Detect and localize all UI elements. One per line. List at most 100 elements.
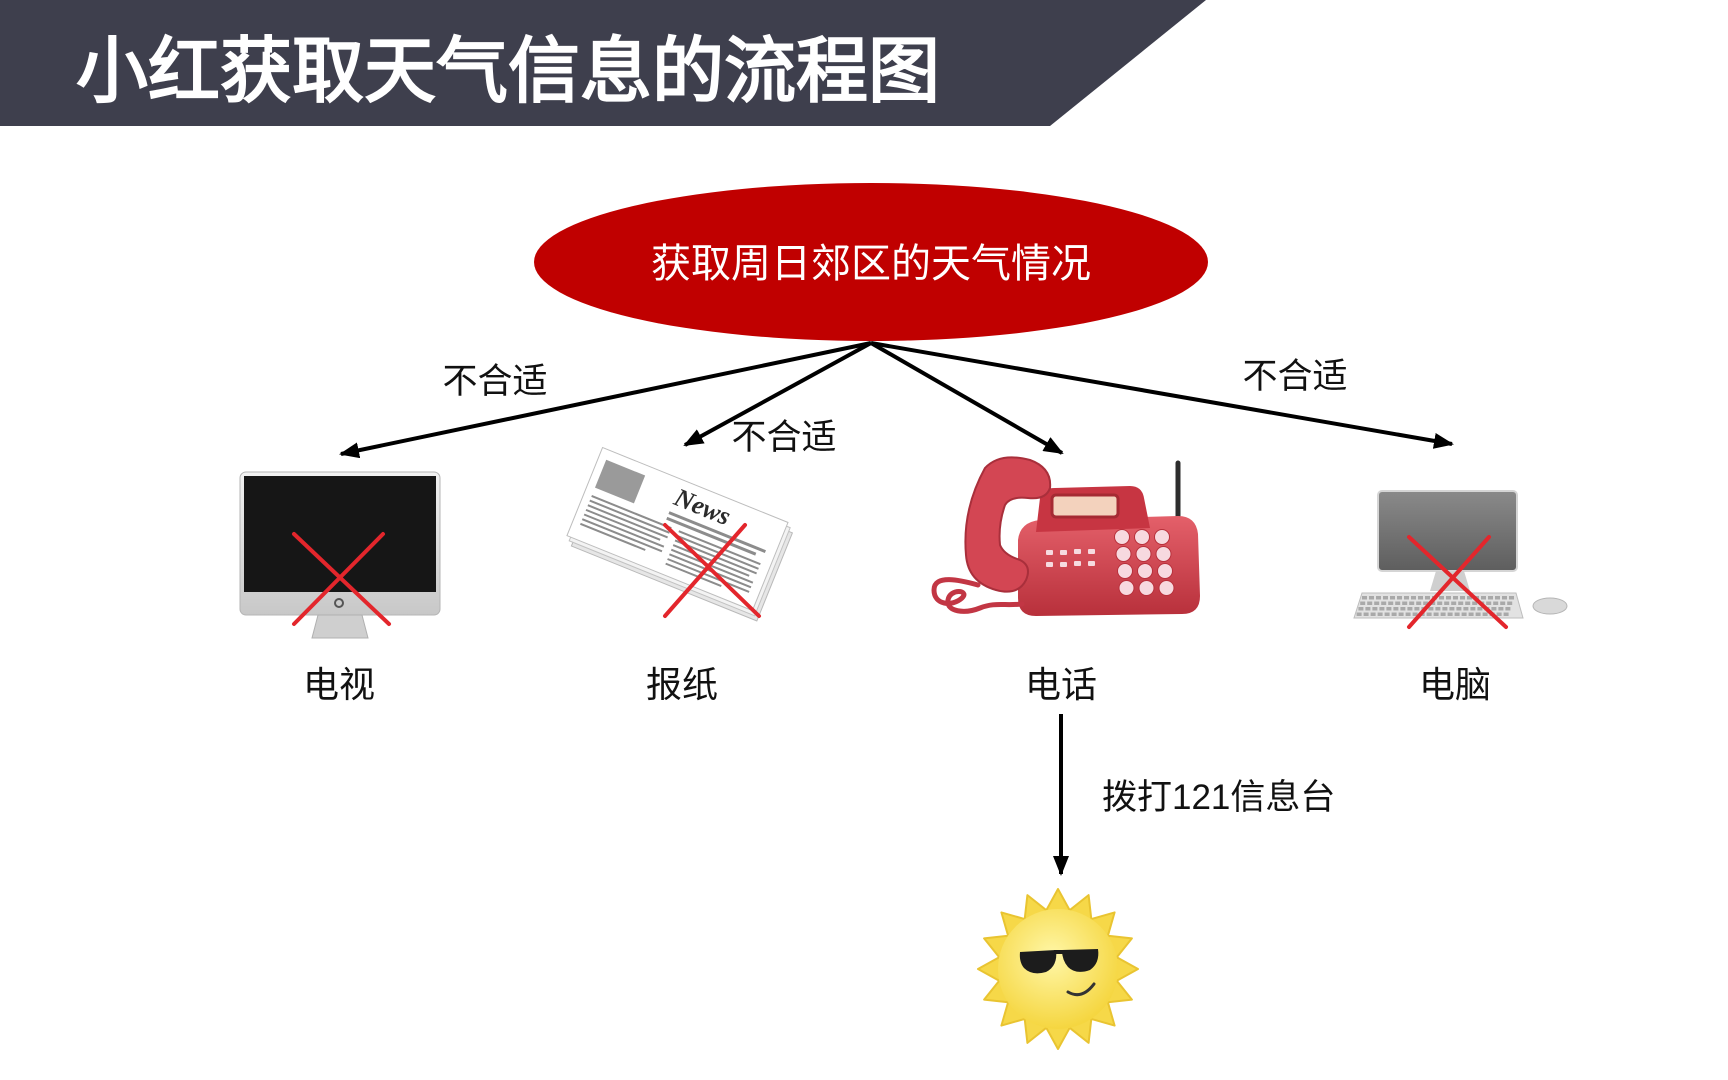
keyboard-key — [1509, 596, 1514, 600]
keyboard-key — [1418, 596, 1423, 600]
keyboard-key — [1470, 607, 1476, 611]
keypad-button — [1135, 546, 1152, 562]
keyboard-key — [1507, 601, 1513, 605]
keyboard-key — [1460, 596, 1465, 600]
keyboard-key — [1412, 612, 1418, 616]
page-title: 小红获取天气信息的流程图 — [76, 32, 940, 112]
keyboard-key — [1454, 612, 1460, 616]
node-label-phone: 电话 — [1025, 664, 1097, 705]
keyboard-key — [1456, 607, 1462, 611]
keypad-button — [1138, 580, 1155, 596]
keyboard-key — [1486, 601, 1492, 605]
keypad-button — [1118, 580, 1135, 596]
computer-keyboard — [1353, 592, 1524, 619]
keyboard-key — [1407, 607, 1413, 611]
keyboard-key — [1384, 612, 1390, 616]
computer-mouse — [1532, 597, 1568, 615]
keyboard-key — [1447, 612, 1453, 616]
keyboard-key — [1388, 601, 1394, 605]
phone-icon — [931, 456, 1200, 616]
keyboard-key — [1365, 607, 1371, 611]
keyboard-key — [1500, 601, 1506, 605]
keyboard-key — [1411, 596, 1416, 600]
keyboard-key — [1362, 596, 1367, 600]
keyboard-key — [1377, 612, 1383, 616]
keyboard-key — [1391, 612, 1397, 616]
keyboard-key — [1435, 607, 1441, 611]
phone-function-keys — [1046, 549, 1095, 567]
arrow-to-computer — [870, 341, 1454, 449]
phone-action-label: 拨打121信息台 — [1102, 778, 1335, 817]
keyboard-key — [1488, 596, 1493, 600]
sun-icon — [977, 888, 1139, 1050]
arrow-to-newspaper — [683, 341, 872, 447]
keyboard-key — [1502, 596, 1507, 600]
goal-node: 获取周日郊区的天气情况 — [534, 183, 1208, 341]
newspaper-photo — [594, 459, 646, 504]
tv-logo — [334, 598, 344, 608]
keyboard-key — [1360, 601, 1366, 605]
keyboard-key — [1367, 601, 1373, 605]
keyboard-key — [1402, 601, 1408, 605]
arrow-to-phone — [870, 341, 1064, 455]
node-label-computer: 电脑 — [1419, 664, 1491, 705]
keyboard-key — [1446, 596, 1451, 600]
keyboard-key — [1374, 601, 1380, 605]
keyboard-key — [1453, 596, 1458, 600]
keyboard-key — [1482, 612, 1488, 616]
keyboard-key — [1467, 596, 1472, 600]
keyboard-key — [1437, 601, 1443, 605]
keyboard-key — [1423, 601, 1429, 605]
keyboard-key — [1398, 612, 1404, 616]
keyboard-key — [1451, 601, 1457, 605]
keypad-button — [1134, 529, 1150, 545]
keyboard-key — [1461, 612, 1467, 616]
sun-face — [998, 909, 1118, 1029]
node-label-newspaper: 报纸 — [646, 664, 718, 705]
goal-ellipse — [534, 183, 1208, 341]
keyboard-key — [1381, 601, 1387, 605]
newspaper-icon: News — [566, 446, 794, 622]
keyboard-key — [1376, 596, 1381, 600]
keyboard-key — [1458, 601, 1464, 605]
keyboard-key — [1449, 607, 1455, 611]
phone-cord — [931, 577, 1025, 614]
header-background — [0, 0, 1206, 126]
header-banner: 小红获取天气信息的流程图 — [0, 0, 1206, 126]
keypad-button — [1154, 529, 1170, 545]
keyboard-key — [1404, 596, 1409, 600]
keyboard-key — [1416, 601, 1422, 605]
keyboard-key — [1356, 612, 1362, 616]
keyboard-key — [1393, 607, 1399, 611]
keyboard-key — [1390, 596, 1395, 600]
phone-display — [1050, 493, 1120, 519]
goal-label: 获取周日郊区的天气情况 — [651, 242, 1091, 286]
sun-smile — [1066, 982, 1096, 997]
keypad-button — [1114, 529, 1130, 545]
keyboard-key — [1425, 596, 1430, 600]
keypad-button — [1158, 580, 1175, 596]
keyboard-key — [1503, 612, 1509, 616]
keyboard-key — [1370, 612, 1376, 616]
computer-icon — [1353, 490, 1568, 619]
rejected-cross-icon — [663, 523, 761, 618]
phone-base — [1018, 516, 1200, 616]
keyboard-key — [1481, 596, 1486, 600]
node-label-tv: 电视 — [303, 664, 375, 705]
keyboard-key — [1397, 596, 1402, 600]
keyboard-key — [1468, 612, 1474, 616]
keyboard-key — [1383, 596, 1388, 600]
keyboard-key — [1426, 612, 1432, 616]
keyboard-key — [1498, 607, 1504, 611]
keyboard-key — [1475, 612, 1481, 616]
keyboard-key — [1440, 612, 1446, 616]
keyboard-key — [1428, 607, 1434, 611]
keyboard-key — [1405, 612, 1411, 616]
keyboard-key — [1379, 607, 1385, 611]
tv-icon — [239, 471, 441, 639]
keyboard-key — [1369, 596, 1374, 600]
rejected-cross-icon — [1407, 535, 1508, 629]
keyboard-key — [1439, 596, 1444, 600]
sunglasses-icon — [1019, 949, 1099, 974]
